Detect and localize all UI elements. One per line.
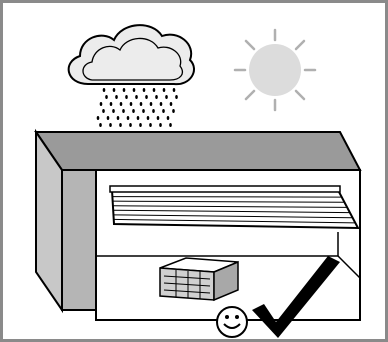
rain-drop xyxy=(137,116,140,120)
rain-drop xyxy=(170,102,173,106)
rain-drop xyxy=(150,102,153,106)
rain-drop xyxy=(167,116,170,120)
awning-slat xyxy=(112,197,341,198)
shed-roof xyxy=(36,132,360,170)
rain-drop xyxy=(155,95,158,99)
rain-drop xyxy=(173,88,176,92)
rain-drop xyxy=(130,102,133,106)
rain-drop xyxy=(143,88,146,92)
rain-drop xyxy=(110,102,113,106)
rain-drop xyxy=(117,116,120,120)
rain-drop xyxy=(153,88,156,92)
rain-drop xyxy=(140,102,143,106)
rain-drop xyxy=(127,116,130,120)
rain-drop xyxy=(132,109,135,113)
rain-drop xyxy=(99,123,102,127)
rain-drop xyxy=(112,109,115,113)
rain-drop xyxy=(125,95,128,99)
rain-drop xyxy=(139,123,142,127)
rain-drop xyxy=(105,95,108,99)
rain-drop xyxy=(123,88,126,92)
rain-drop xyxy=(107,116,110,120)
rain-drop xyxy=(135,95,138,99)
rain-drop xyxy=(152,109,155,113)
rain-drop xyxy=(142,109,145,113)
rain-drop xyxy=(175,95,178,99)
rain-drop xyxy=(129,123,132,127)
rain-drop xyxy=(163,88,166,92)
rain-drop xyxy=(162,109,165,113)
rain-drop xyxy=(172,109,175,113)
rain-drop xyxy=(113,88,116,92)
rain-drop xyxy=(120,102,123,106)
rain-drop xyxy=(100,102,103,106)
roller-awning xyxy=(110,186,358,228)
outdoor-unit xyxy=(160,258,238,300)
rain-drop xyxy=(145,95,148,99)
rain-drop xyxy=(115,95,118,99)
rain-drop xyxy=(103,88,106,92)
rain-drop xyxy=(119,123,122,127)
rain-drop xyxy=(102,109,105,113)
smiley-icon xyxy=(217,307,247,337)
rain-drop xyxy=(160,102,163,106)
rain-drop xyxy=(159,123,162,127)
rain-drop xyxy=(147,116,150,120)
rain-drop xyxy=(122,109,125,113)
rain-drop xyxy=(157,116,160,120)
rain-drop xyxy=(169,123,172,127)
rain-drop xyxy=(97,116,100,120)
rain-drop xyxy=(109,123,112,127)
rain-drop xyxy=(165,95,168,99)
rain-drop xyxy=(133,88,136,92)
rain-drop xyxy=(149,123,152,127)
